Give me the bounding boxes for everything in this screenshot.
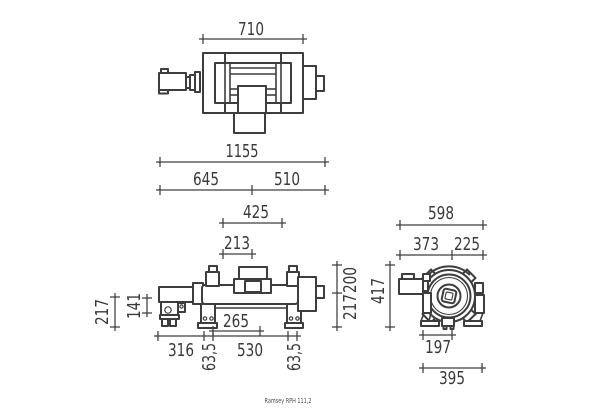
right-leg-line	[467, 312, 478, 322]
left-frame-plate-upper	[422, 273, 431, 282]
bolt-hole	[295, 316, 300, 321]
front-view-dimensions: 217 141 265 316 63,5 530 63,5	[92, 261, 395, 371]
dim-frame-span: 425	[219, 202, 286, 228]
shaft-step	[194, 71, 201, 93]
left-post	[205, 271, 220, 287]
tensioner-inner	[244, 280, 262, 293]
dim-label-foot-outer: 395	[439, 368, 465, 389]
motor-housing	[158, 72, 187, 91]
bolt-hole	[288, 316, 294, 321]
anchor-pad	[449, 325, 455, 330]
dim-height-axis: 141	[124, 293, 152, 319]
hub-square-inner	[444, 291, 454, 301]
right-leg-line	[479, 312, 484, 322]
dim-label-drum-width: 710	[238, 19, 264, 40]
gear-end-block	[297, 276, 317, 312]
dim-drum-width: 710	[199, 19, 307, 44]
dim-label-overall-height: 417	[368, 278, 389, 304]
front-view	[158, 265, 325, 329]
tensioner-cap	[238, 266, 268, 280]
dim-length-split: 645 510	[156, 169, 329, 195]
hub-square	[440, 287, 458, 305]
dim-height-foot: 217	[92, 293, 120, 331]
anchor-pad	[442, 325, 448, 330]
dim-label-overall-length: 1155	[226, 141, 259, 162]
dim-overall-length: 1155	[156, 141, 329, 167]
right-flange-bracket	[280, 52, 304, 114]
dim-label-height-upper: 200	[340, 267, 361, 293]
dim-foot-inner: 197	[419, 330, 456, 358]
top-rail	[214, 52, 292, 64]
left-foot-plate	[420, 320, 440, 327]
top-view-dimensions: 710 1155 645 510 425 213	[156, 19, 329, 259]
dim-label-frame-span: 425	[243, 202, 269, 223]
top-view	[158, 52, 325, 134]
dim-baseline: 316 63,5 530 63,5	[154, 331, 305, 371]
left-leg-line	[428, 312, 432, 322]
left-foot-plate	[197, 322, 218, 329]
dim-label-end-width-right: 225	[454, 234, 480, 255]
dim-foot-outer: 395	[419, 363, 486, 389]
motor-foot-hole	[164, 306, 172, 314]
motor-foot	[158, 89, 169, 95]
motor-foot-pad	[169, 318, 177, 327]
dim-height-split: 200 217	[332, 261, 361, 331]
dim-label-center-span: 265	[223, 311, 249, 332]
gear-end-tab	[315, 285, 325, 299]
cable-guard-arc	[427, 265, 471, 276]
bolt-hole	[209, 316, 214, 321]
right-frame-plate-upper	[474, 282, 484, 294]
left-flange-bracket	[202, 52, 226, 114]
dim-label-height-foot: 217	[92, 299, 113, 325]
motor-foot-hole	[179, 304, 184, 309]
motor-cap	[160, 68, 169, 74]
dim-label-length-right: 510	[274, 169, 300, 190]
right-frame-plate	[474, 294, 485, 314]
gearbox-block	[302, 65, 317, 100]
dim-label-foot-inner: 197	[425, 337, 451, 358]
dim-label-bolt-offset-right: 63,5	[284, 343, 305, 371]
dim-label-bolt-offset-left: 63,5	[199, 343, 220, 371]
bottom-anchor-tab	[441, 317, 455, 327]
cable-guide-lower-block	[233, 112, 266, 134]
drum-hub	[436, 283, 462, 309]
dim-end-overall-width: 598	[396, 203, 487, 230]
motor-housing	[398, 278, 424, 295]
dim-label-end-overall-width: 598	[428, 203, 454, 224]
bolt-hole	[202, 316, 208, 321]
dim-label-height-lower: 217	[340, 294, 361, 320]
gearbox-tab	[315, 75, 325, 92]
right-foot-plate	[463, 320, 483, 327]
dim-label-height-axis: 141	[124, 293, 145, 319]
left-frame-plate	[422, 292, 432, 314]
motor-foot-pad	[161, 318, 169, 327]
dim-label-leg-span: 530	[237, 340, 263, 361]
dim-label-length-left: 645	[193, 169, 219, 190]
cable-guide-block	[237, 85, 267, 114]
drawing-caption: Ramsey RPH 111,2	[265, 397, 312, 405]
dim-overall-height: 417	[368, 261, 395, 331]
dim-label-motor-overhang: 316	[168, 340, 194, 361]
motor-cap	[401, 273, 415, 280]
motor-housing	[158, 286, 197, 303]
dim-label-end-width-left: 373	[413, 234, 439, 255]
left-leg-line	[420, 312, 425, 322]
dim-drum-span: 213	[219, 233, 256, 259]
right-foot-plate	[284, 322, 304, 329]
end-view	[398, 265, 485, 330]
end-view-dimensions: 598 373 225 197 395	[396, 203, 487, 389]
dim-label-drum-span: 213	[224, 233, 250, 254]
dim-end-width-split: 373 225	[396, 234, 487, 260]
